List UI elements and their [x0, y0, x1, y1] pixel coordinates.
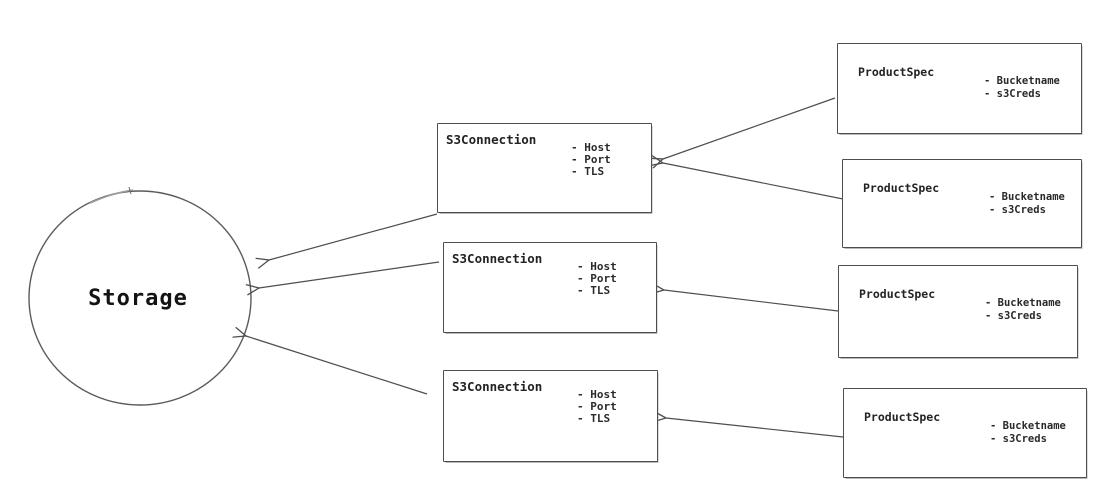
- attribute-s3creds: - s3Creds: [990, 433, 1047, 445]
- attribute-bucketname: - Bucketname: [990, 420, 1066, 432]
- productspec-node-4-attributes: - Bucketname - s3Creds: [990, 420, 1066, 446]
- s3connection-node-3-attributes: - Host - Port - TLS: [577, 389, 617, 425]
- attribute-s3creds: - s3Creds: [989, 204, 1046, 216]
- s3connection-node-1: S3Connection - Host - Port - TLS: [437, 123, 652, 213]
- s3connection-node-2: S3Connection - Host - Port - TLS: [443, 242, 657, 333]
- productspec-node-3: ProductSpec - Bucketname - s3Creds: [838, 265, 1078, 358]
- attribute-port: - Port: [577, 272, 617, 285]
- storage-circle-sketch-stroke: [89, 189, 134, 204]
- s3connection-node-2-attributes: - Host - Port - TLS: [577, 261, 617, 297]
- storage-circle-sketch-tick: [128, 186, 132, 195]
- attribute-host: - Host: [577, 388, 617, 401]
- productspec-node-2: ProductSpec - Bucketname - s3Creds: [842, 159, 1082, 248]
- edge-s3connection1-storage: [269, 213, 438, 260]
- attribute-s3creds: - s3Creds: [985, 310, 1042, 322]
- attribute-tls: - TLS: [577, 284, 611, 297]
- attribute-port: - Port: [577, 400, 617, 413]
- edge-productspec3-s3connection2: [664, 290, 839, 312]
- productspec-node-2-attributes: - Bucketname - s3Creds: [989, 191, 1065, 217]
- edge-s3connection3-storage: [246, 336, 428, 395]
- attribute-tls: - TLS: [577, 412, 611, 425]
- s3connection-node-3-title: S3Connection: [452, 379, 543, 394]
- productspec-node-4: ProductSpec - Bucketname - s3Creds: [843, 388, 1087, 478]
- productspec-node-3-attributes: - Bucketname - s3Creds: [985, 297, 1061, 323]
- productspec-node-4-title: ProductSpec: [864, 410, 941, 424]
- productspec-node-1: ProductSpec - Bucketname - s3Creds: [837, 43, 1082, 134]
- attribute-bucketname: - Bucketname: [984, 75, 1060, 87]
- productspec-node-1-title: ProductSpec: [858, 65, 935, 79]
- edge-productspec1-s3connection1: [663, 97, 836, 159]
- attribute-host: - Host: [571, 141, 611, 154]
- attribute-bucketname: - Bucketname: [989, 191, 1065, 203]
- s3connection-node-2-title: S3Connection: [452, 251, 543, 266]
- attribute-tls: - TLS: [571, 165, 605, 178]
- productspec-node-1-attributes: - Bucketname - s3Creds: [984, 75, 1060, 101]
- storage-circle: [28, 190, 252, 406]
- storage-node-label: Storage: [88, 286, 188, 311]
- s3connection-node-1-attributes: - Host - Port - TLS: [571, 142, 611, 178]
- edge-productspec4-s3connection3: [666, 418, 844, 438]
- attribute-bucketname: - Bucketname: [985, 297, 1061, 309]
- s3connection-node-1-title: S3Connection: [446, 132, 537, 147]
- attribute-port: - Port: [571, 153, 611, 166]
- attribute-s3creds: - s3Creds: [984, 88, 1041, 100]
- attribute-host: - Host: [577, 260, 617, 273]
- edge-s3connection2-storage: [259, 261, 440, 288]
- edge-productspec2-s3connection1: [663, 163, 844, 200]
- productspec-node-2-title: ProductSpec: [863, 181, 940, 195]
- s3connection-node-3: S3Connection - Host - Port - TLS: [443, 370, 658, 462]
- productspec-node-3-title: ProductSpec: [859, 287, 936, 301]
